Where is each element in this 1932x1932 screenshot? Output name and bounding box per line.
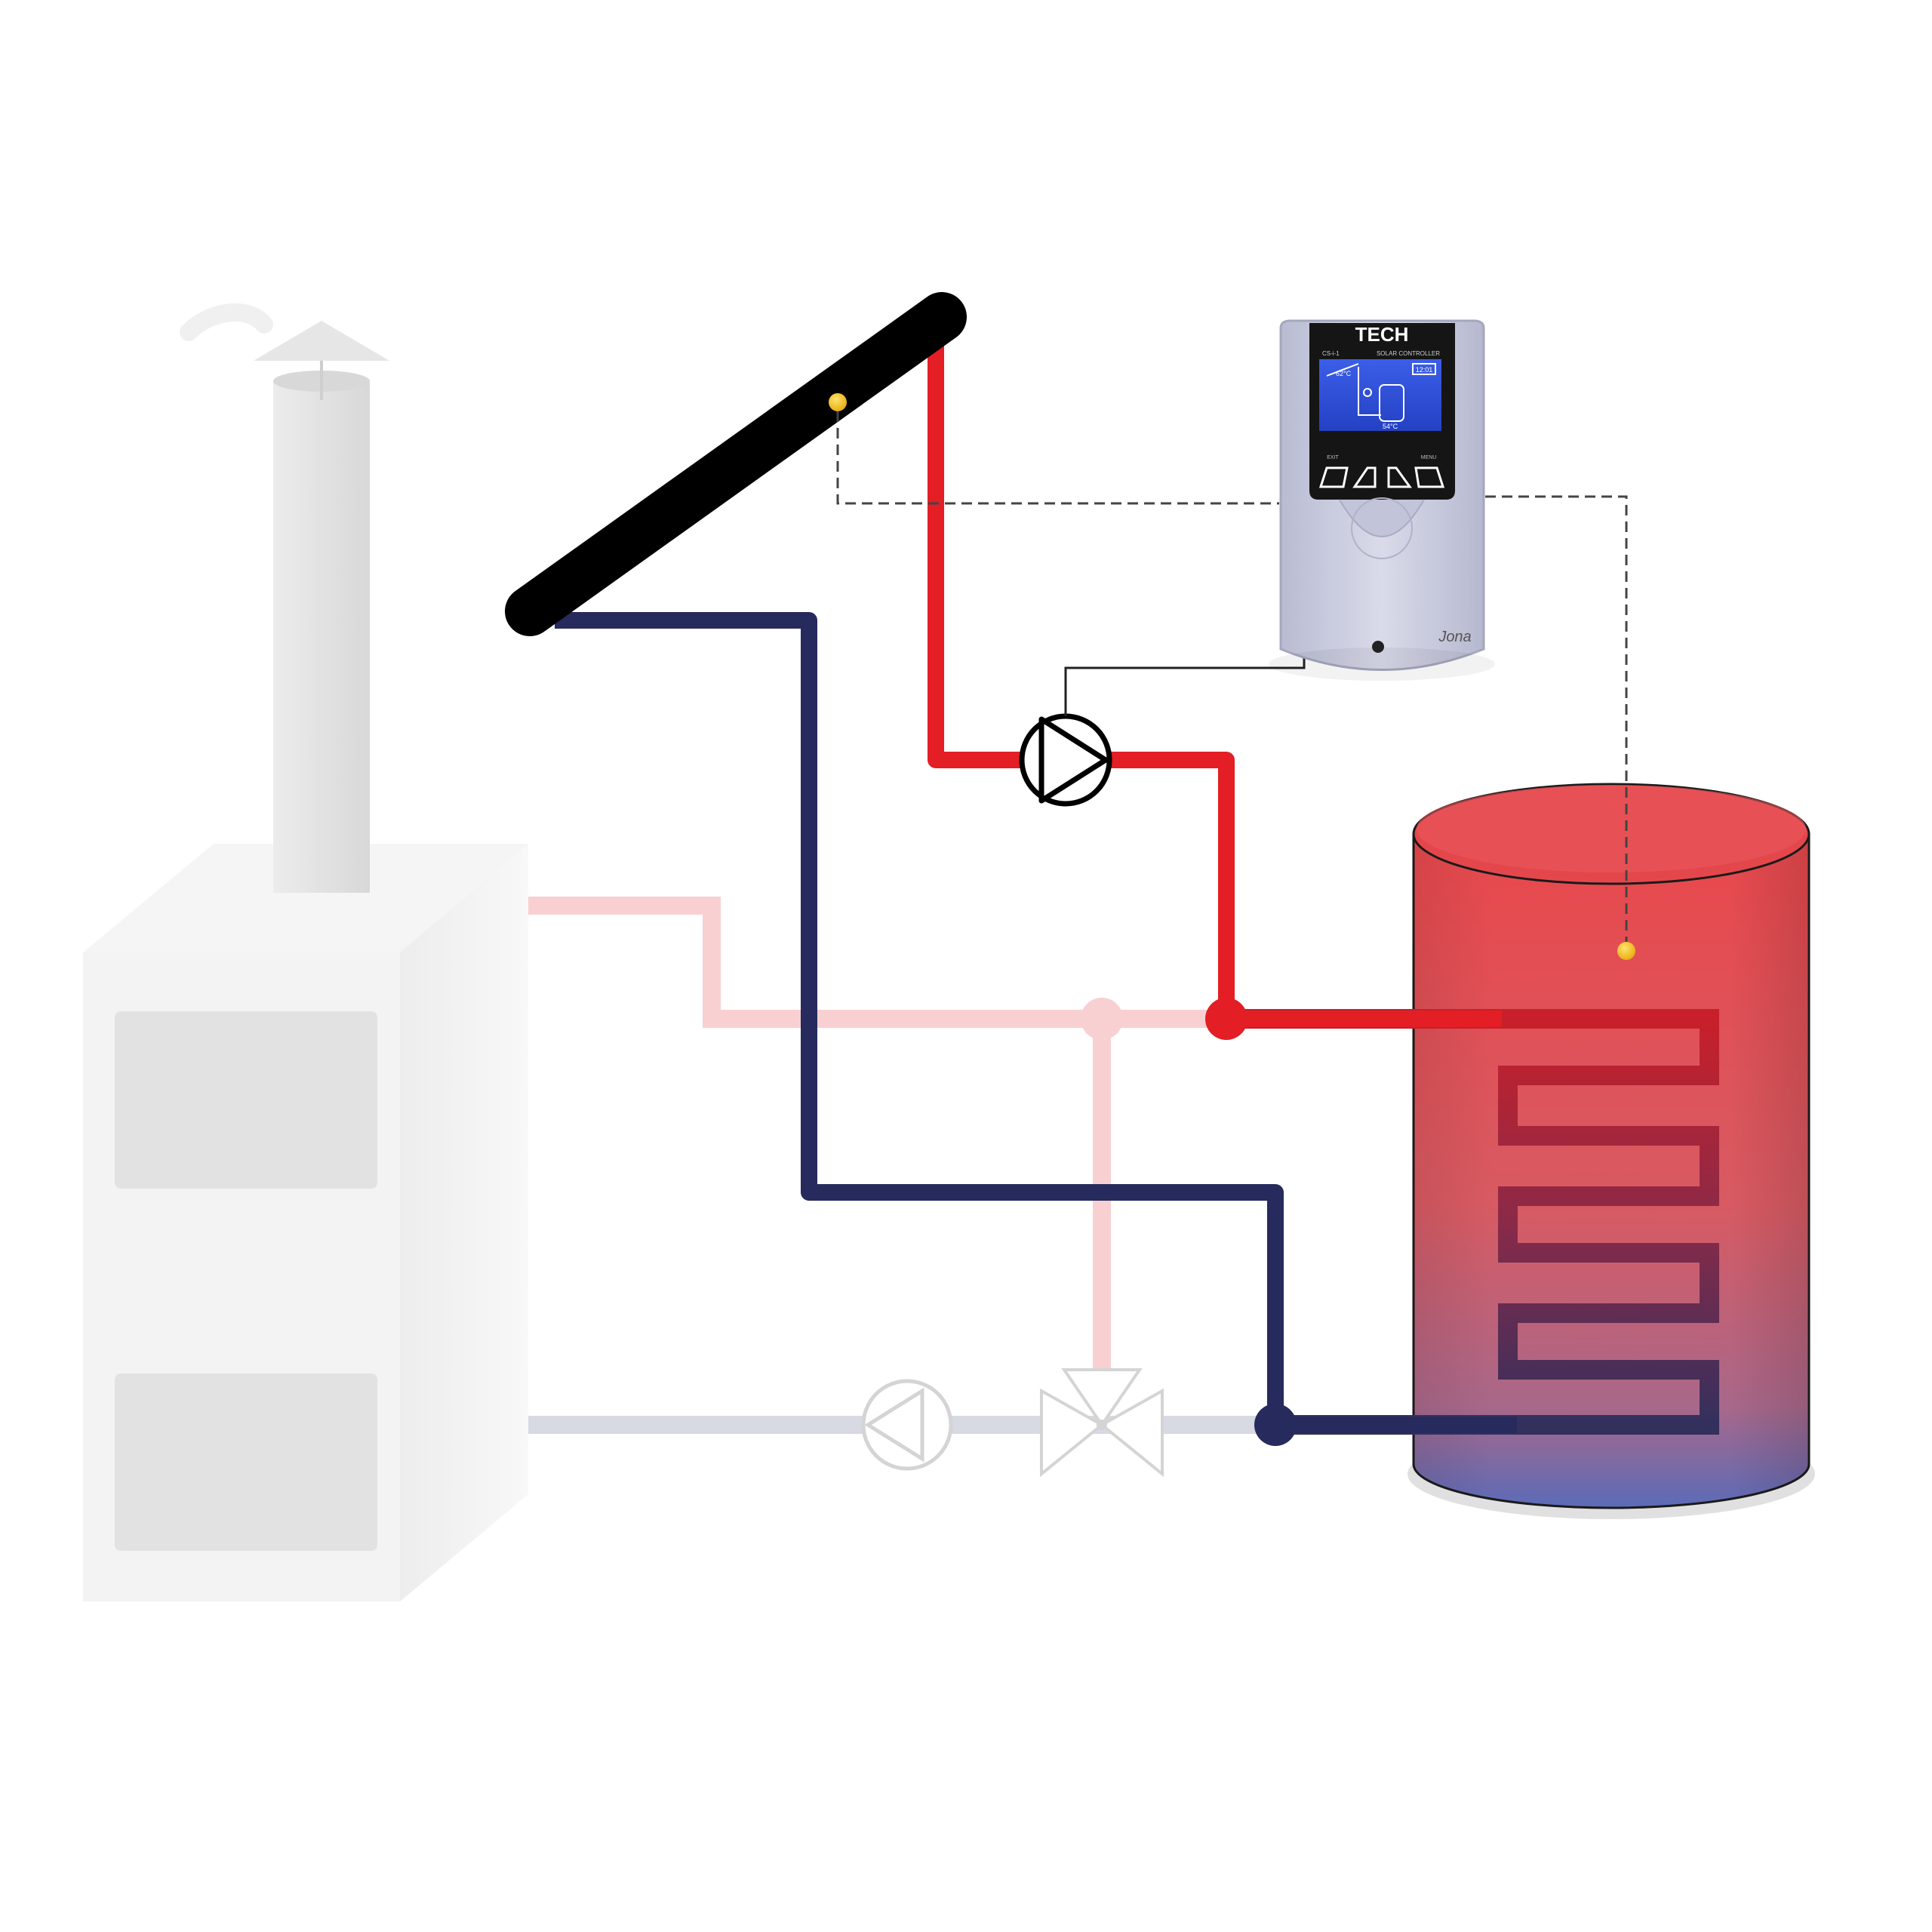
solar-return-pipe bbox=[555, 612, 1414, 1433]
screen-temp-1: 62°C bbox=[1336, 370, 1352, 377]
solar-collector-icon bbox=[505, 292, 967, 636]
controller-header-left: CS-i-1 bbox=[1322, 350, 1340, 357]
boiler-supply-pipe-faded bbox=[528, 897, 1226, 1028]
boiler-icon bbox=[83, 844, 528, 1601]
menu-button[interactable] bbox=[1414, 466, 1445, 488]
screen-graphics bbox=[1326, 363, 1436, 422]
three-way-valve-icon bbox=[1040, 1368, 1164, 1478]
hot-water-tank-icon bbox=[1407, 783, 1815, 1519]
boiler-pump-icon bbox=[861, 1379, 953, 1471]
cold-junction bbox=[1254, 1404, 1297, 1446]
chimney-icon bbox=[180, 303, 389, 893]
solar-supply-pipe bbox=[928, 346, 1502, 1027]
solar-controller-icon: TECH CS-i-1 SOLAR CONTROLLER 62°C 54°C 1… bbox=[1269, 319, 1495, 681]
down-button[interactable] bbox=[1352, 466, 1377, 488]
up-button[interactable] bbox=[1387, 466, 1412, 488]
screen-temp-2: 54°C bbox=[1383, 423, 1398, 430]
tank-sensor-wire bbox=[1485, 495, 1628, 947]
exit-button[interactable] bbox=[1318, 466, 1349, 488]
controller-signature: Jona bbox=[1438, 629, 1471, 645]
solar-pump-icon bbox=[1019, 713, 1112, 807]
controller-buttons bbox=[1318, 466, 1445, 488]
tank-sensor-icon bbox=[1617, 942, 1635, 960]
controller-header-right: SOLAR CONTROLLER bbox=[1377, 350, 1440, 357]
hot-junction bbox=[1205, 998, 1247, 1040]
boiler-lower-door bbox=[115, 1374, 377, 1551]
button-label-left: EXIT bbox=[1327, 455, 1339, 460]
heat-exchanger-coil-icon bbox=[1226, 1009, 1719, 1435]
collector-sensor-wire bbox=[836, 411, 1279, 505]
pump-control-wire bbox=[1064, 653, 1306, 716]
screen-time: 12:01 bbox=[1416, 366, 1433, 374]
boiler-upper-door bbox=[115, 1011, 377, 1189]
collector-sensor-icon bbox=[829, 393, 847, 411]
boiler-circuit bbox=[528, 897, 1275, 1478]
controller-brand: TECH bbox=[1355, 323, 1409, 346]
controller-led bbox=[1372, 641, 1384, 653]
button-label-right: MENU bbox=[1421, 455, 1437, 460]
sensor-wires bbox=[836, 411, 1628, 947]
